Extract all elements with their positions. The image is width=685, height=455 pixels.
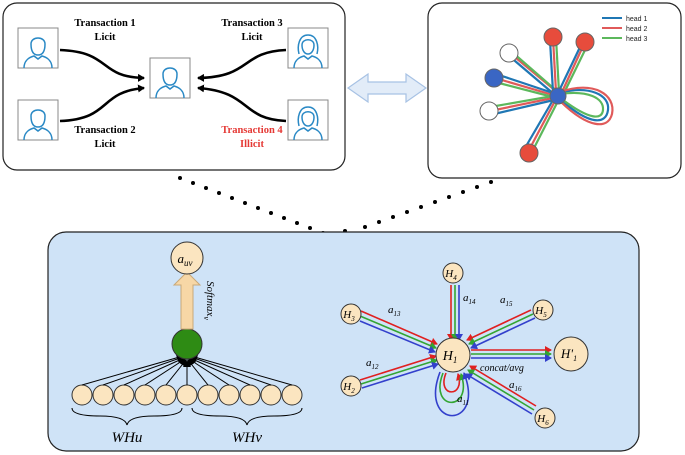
- h5-label: H5: [534, 305, 547, 319]
- h4-label: H4: [444, 268, 457, 282]
- graph-node-white-2: [479, 101, 499, 121]
- dotted-connectors: [178, 176, 493, 235]
- transaction-panel: Transaction 1 Licit Transaction 2 Licit …: [2, 2, 346, 171]
- node-h3: [340, 303, 362, 325]
- flow-arrow-t2: [59, 84, 145, 123]
- legend-head-3: head 3: [626, 36, 648, 43]
- legend-head-2: head 2: [626, 26, 648, 33]
- flow-arrow-t1: [59, 48, 145, 82]
- softmax-arrow: [172, 271, 202, 330]
- a15-label: a15: [500, 294, 513, 308]
- t3-status: Licit: [242, 32, 263, 43]
- h3-label: H3: [342, 309, 355, 323]
- user-icon-t4: [287, 99, 329, 141]
- h1-prime-label: H'1: [560, 346, 577, 363]
- node-h4: [442, 262, 464, 284]
- head-edges: [359, 285, 552, 417]
- user-icon-t2: [17, 99, 59, 141]
- node-h5: [532, 299, 554, 321]
- multihead-aggregation: H1 H2 H3 H4 H5 H6 H'1 a11 a12 a13 a14 a1…: [340, 262, 589, 429]
- t4-title: Transaction 4: [221, 125, 283, 136]
- output-label: auv: [178, 251, 193, 268]
- node-h1: [435, 337, 471, 373]
- feature-row: [71, 384, 303, 406]
- node-h1-prime: [553, 336, 589, 372]
- node-h2: [340, 375, 362, 397]
- t3-title: Transaction 3: [221, 18, 282, 29]
- graph-node-white-1: [499, 43, 519, 63]
- softmax-node: [171, 328, 203, 360]
- brace-whv: [191, 407, 303, 426]
- graph-node-center: [549, 87, 567, 105]
- a11-label: a11: [457, 393, 469, 407]
- bidirectional-arrow: [346, 72, 428, 104]
- graph-node-blue: [484, 68, 504, 88]
- a16-label: a16: [509, 379, 522, 393]
- t1-status: Licit: [95, 32, 116, 43]
- a12-label: a12: [366, 357, 379, 371]
- h2-label: H2: [342, 381, 355, 395]
- h1-label: H1: [442, 349, 458, 365]
- graph-node-red-2: [575, 32, 595, 52]
- t1-title: Transaction 1: [74, 18, 135, 29]
- a13-label: a13: [388, 304, 401, 318]
- whv-label: WHv: [232, 430, 262, 446]
- multihead-graph-panel: head 1 head 2 head 3: [427, 2, 682, 179]
- a14-label: a14: [463, 292, 476, 306]
- graph-node-red-3: [519, 143, 539, 163]
- softmax-label: Softmaxv: [202, 281, 216, 320]
- t2-title: Transaction 2: [74, 125, 135, 136]
- feature-arrows: [81, 353, 293, 386]
- flow-arrow-t4: [197, 84, 287, 123]
- t2-status: Licit: [95, 139, 116, 150]
- attention-spokes: [489, 37, 614, 151]
- user-icon-t1: [17, 27, 59, 69]
- legend-head-1: head 1: [626, 16, 648, 23]
- graph-node-red-1: [543, 27, 563, 47]
- output-node-auv: [170, 241, 204, 275]
- t4-status: Illicit: [240, 139, 264, 150]
- legend: head 1 head 2 head 3: [602, 16, 648, 43]
- node-h6: [534, 407, 556, 429]
- concat-avg-label: concat/avg: [480, 363, 524, 374]
- flow-arrow-t3: [197, 48, 287, 82]
- brace-whu: [71, 407, 183, 426]
- whu-label: WHu: [112, 430, 143, 446]
- attention-computation: auv Softmaxv WHu WHv: [71, 241, 303, 446]
- h6-label: H6: [536, 413, 549, 427]
- user-icon-t3: [287, 27, 329, 69]
- user-icon-center: [149, 57, 191, 99]
